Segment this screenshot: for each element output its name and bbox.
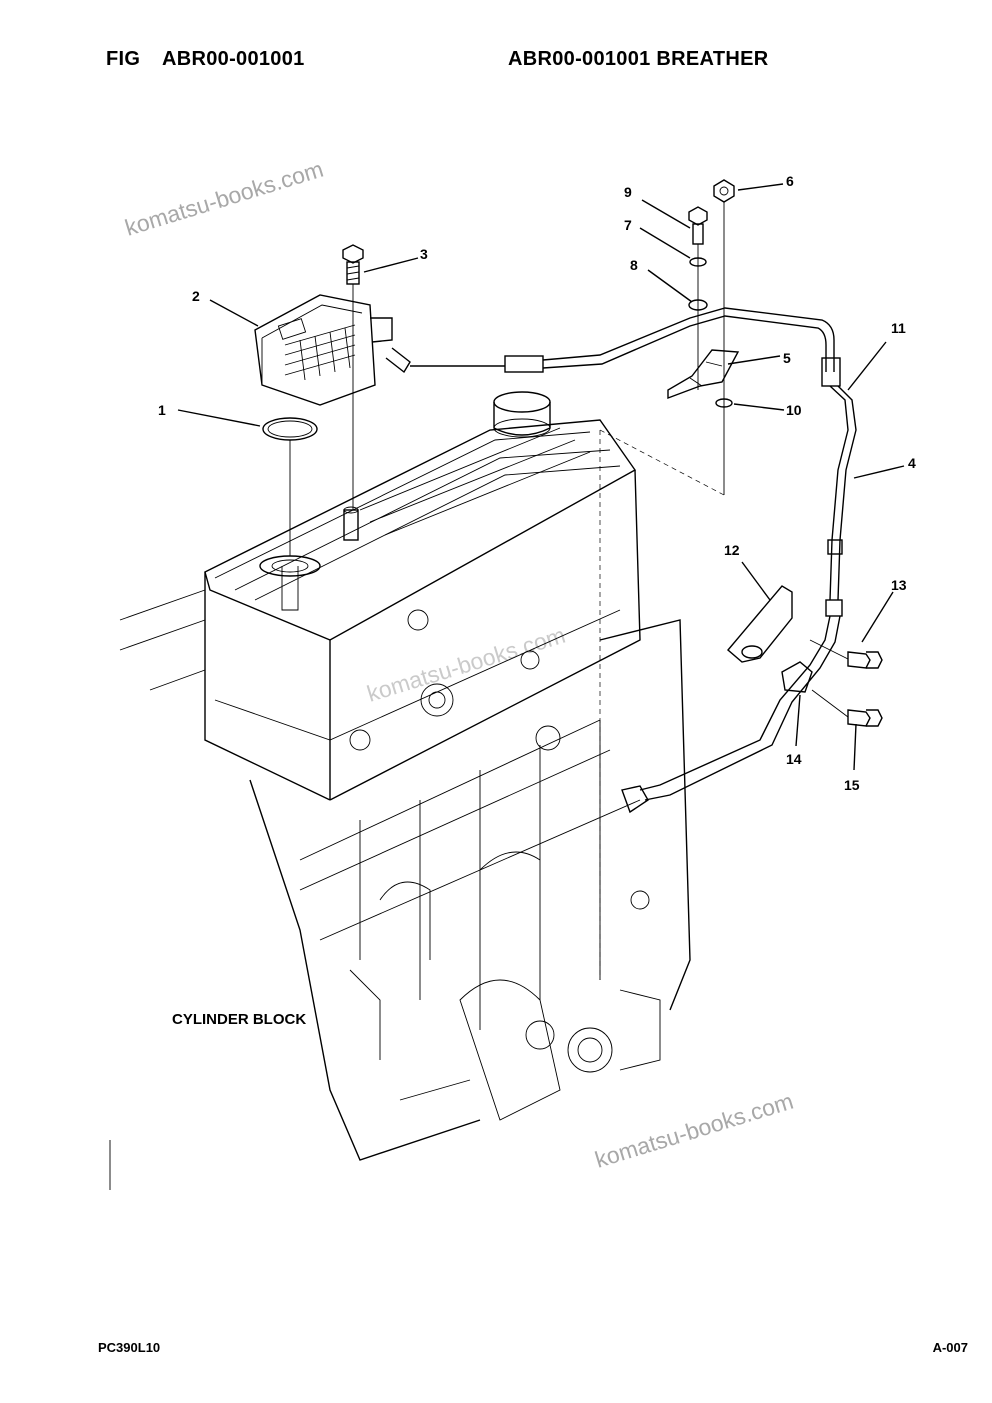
callout-7: 7: [624, 217, 632, 233]
callout-3: 3: [420, 246, 428, 262]
washer-part-8: [688, 299, 708, 311]
bolt-part-9: [688, 206, 708, 390]
callout-12: 12: [724, 542, 740, 558]
watermark-bottom: komatsu-books.com: [592, 1088, 796, 1173]
callout-14: 14: [786, 751, 802, 767]
callout-11: 11: [891, 320, 906, 336]
fig-label: FIG: [106, 48, 141, 70]
page-number: A-007: [932, 1340, 968, 1355]
bolt-part-13: [809, 639, 883, 669]
callout-4: 4: [908, 455, 916, 471]
fig-code: ABR00-001001: [162, 48, 305, 70]
callout-13: 13: [891, 577, 907, 593]
callout-9: 9: [624, 184, 632, 200]
callout-8: 8: [630, 257, 638, 273]
cylinder-block-drawing: [109, 391, 691, 1190]
nut-part-6: [713, 179, 735, 495]
fig-title: ABR00-001001 BREATHER: [508, 48, 769, 70]
callout-1: 1: [158, 402, 166, 418]
watermark-top: komatsu-books.com: [122, 156, 326, 241]
cylinder-block-label: CYLINDER BLOCK: [172, 1011, 306, 1028]
washer-part-10: [715, 398, 733, 408]
model-code: PC390L10: [98, 1340, 161, 1355]
clip-part-14: [781, 661, 813, 693]
washer-part-7: [689, 257, 707, 267]
bolt-part-3: [342, 244, 364, 510]
bracket-part-12: [727, 585, 793, 663]
bracket-part-5: [667, 349, 740, 400]
callout-10: 10: [786, 402, 802, 418]
breather-body: [254, 294, 411, 406]
callout-5: 5: [783, 350, 791, 366]
callout-6: 6: [786, 173, 794, 189]
bolt-part-15: [811, 689, 883, 727]
callout-15: 15: [844, 777, 860, 793]
callout-2: 2: [192, 288, 200, 304]
leader-lines: [177, 183, 905, 771]
breather-tube: [410, 307, 857, 814]
